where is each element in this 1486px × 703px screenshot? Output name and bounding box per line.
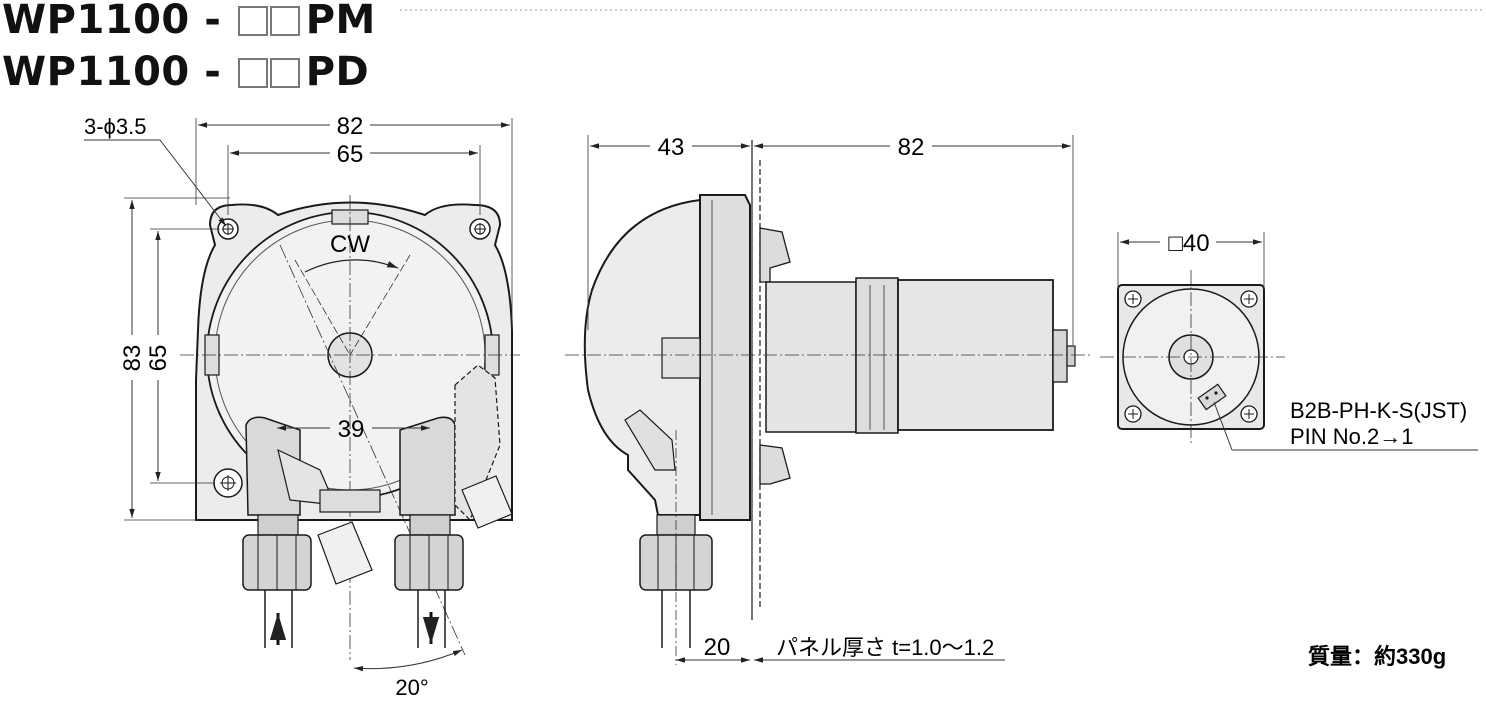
screw-icon [1240, 290, 1258, 308]
width-holes-label: 65 [337, 141, 364, 168]
outlet-fitting [394, 514, 464, 648]
mount-hole-icon [469, 218, 491, 240]
angle-arc [353, 649, 463, 672]
swung-head-outline [454, 364, 501, 522]
model-title-suffix: PM [305, 0, 376, 43]
gear-housing [855, 277, 899, 434]
model-title-pd: WP1100 - PD [2, 52, 369, 92]
screw-icon [1240, 405, 1258, 423]
center-line [294, 259, 351, 356]
side-lug [661, 337, 701, 379]
mount-hole-icon [217, 218, 239, 240]
motor-clip-bottom [759, 444, 791, 485]
motor-shaft-end [1066, 345, 1076, 367]
mass-label: 質量：約330g [1308, 644, 1446, 669]
mount-hole-icon [213, 468, 243, 498]
front-dome [583, 198, 701, 516]
leader-line [1213, 401, 1233, 451]
swung-fitting-outline [317, 475, 513, 585]
motor-depth-label: 82 [898, 134, 925, 161]
connector-model-label: B2B-PH-K-S(JST) [1290, 398, 1467, 423]
mount-flange [699, 194, 751, 521]
model-code-placeholder [237, 0, 302, 40]
leader-line [159, 139, 227, 227]
rotation-arrow [304, 259, 399, 273]
model-title-pm: WP1100 - PM [2, 0, 376, 40]
square-size-label: □40 [1168, 230, 1209, 257]
model-code-placeholder [237, 52, 302, 92]
center-line [349, 254, 411, 356]
panel-thickness-note: パネル厚さ t=1.0〜1.2 [776, 635, 994, 660]
hole-callout-label: 3-ϕ3.5 [84, 114, 146, 139]
rear-view: □40 B2B-PH-K-S(JST) PIN No.2→1 [1100, 230, 1478, 451]
motor-clip-top [759, 227, 791, 283]
front-view: 82 65 3-ϕ3.5 83 65 39 [84, 113, 520, 700]
bottom-clip [319, 489, 381, 513]
motor-boss [1052, 329, 1068, 383]
front-depth-label: 43 [658, 134, 685, 161]
tube-offset-label: 20 [704, 634, 731, 661]
connector-icon [1197, 383, 1227, 411]
outlet-head [399, 416, 456, 516]
model-title-prefix: WP1100 - [2, 49, 236, 95]
side-pump-head [624, 409, 676, 471]
model-title-suffix: PD [305, 49, 370, 95]
pin-note-label: PIN No.2→1 [1290, 424, 1414, 449]
inlet-fitting [242, 514, 312, 648]
height-holes-label: 65 [145, 345, 172, 372]
rotation-label: CW [330, 231, 370, 258]
height-outer-label: 83 [119, 345, 146, 372]
screw-icon [1124, 290, 1142, 308]
screw-icon [1124, 405, 1142, 423]
swing-angle-label: 20° [395, 675, 428, 700]
width-outer-label: 82 [337, 113, 364, 140]
gearbox [765, 281, 857, 433]
side-view: 43 82 20 パネル厚さ t=1.0〜1.2 [565, 134, 1090, 665]
port-spacing-label: 39 [338, 416, 365, 443]
model-title-prefix: WP1100 - [2, 0, 236, 43]
